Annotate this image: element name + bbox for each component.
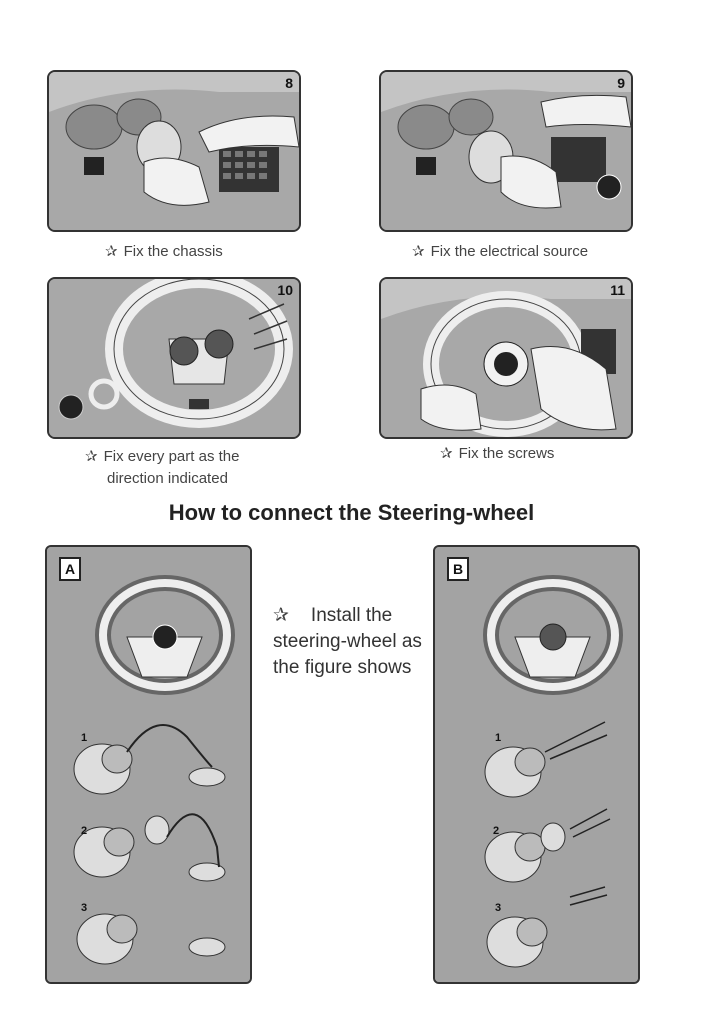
install-instruction: ✰Install the steering-wheel as the figur… (273, 605, 422, 678)
star-icon: ✰ (412, 243, 425, 260)
figure-step-number: 1 (81, 732, 88, 744)
star-icon: ✰ (85, 448, 98, 465)
figure-step-number: 1 (495, 732, 502, 744)
step-10-illustration: 10 (47, 277, 301, 439)
figure-letter: A (59, 557, 81, 581)
step-11-caption: ✰Fix the screws (440, 445, 555, 462)
figure-step-number: 2 (493, 825, 500, 837)
step-9-illustration: 9 (379, 70, 633, 232)
step-number: 11 (610, 282, 625, 298)
section-heading: How to connect the Steering-wheel (168, 500, 535, 525)
star-icon: ✰ (273, 605, 289, 626)
step-number: 9 (617, 75, 625, 91)
star-icon: ✰ (105, 243, 118, 260)
step-8-caption: ✰Fix the chassis (105, 243, 223, 260)
figure-b-illustration: B 1 2 3 (433, 545, 640, 984)
step-10-caption: ✰Fix every part as the direction indicat… (85, 448, 240, 487)
step-number: 8 (285, 75, 293, 91)
step-11-illustration: 11 (379, 277, 633, 439)
star-icon: ✰ (440, 445, 453, 462)
figure-step-number: 3 (495, 902, 502, 914)
figure-step-number: 3 (81, 902, 88, 914)
step-number: 10 (277, 282, 293, 298)
step-8-illustration: 8 (47, 70, 301, 232)
figure-letter: B (447, 557, 469, 581)
step-9-caption: ✰Fix the electrical source (412, 243, 589, 260)
figure-step-number: 2 (81, 825, 88, 837)
figure-a-illustration: A 1 2 3 (45, 545, 252, 984)
